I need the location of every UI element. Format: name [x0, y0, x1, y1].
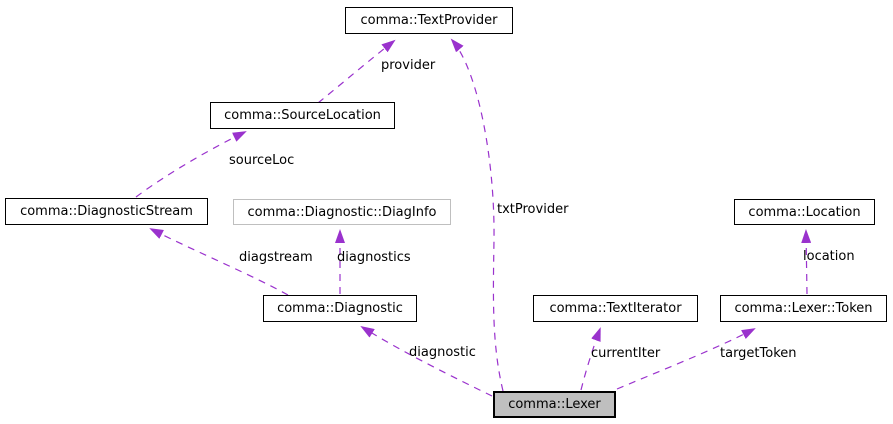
edge-diagnostic-line [360, 325, 493, 397]
node-comma-location[interactable]: comma::Location [734, 199, 875, 225]
edge-txtprovider-line [450, 38, 504, 392]
edge-currentiter-line [580, 327, 601, 391]
edge-location-line [801, 229, 812, 295]
edge-label-provider: provider [381, 58, 436, 73]
node-comma-diagnosticstream[interactable]: comma::DiagnosticStream [5, 198, 208, 225]
node-comma-lexer-token[interactable]: comma::Lexer::Token [720, 295, 887, 322]
edge-sourceloc-line [135, 131, 247, 198]
edge-label-currentiter: currentIter [591, 346, 661, 361]
edge-targettoken-line [616, 328, 756, 390]
edge-label-diagnostics: diagnostics [337, 250, 411, 265]
edge-label-location: location [803, 249, 855, 264]
edge-label-diagnostic: diagnostic [409, 345, 476, 360]
node-comma-textiterator[interactable]: comma::TextIterator [533, 295, 698, 322]
node-comma-diagnostic-diaginfo: comma::Diagnostic::DiagInfo [233, 199, 451, 225]
edge-diagstream-line [149, 228, 289, 296]
node-comma-textprovider[interactable]: comma::TextProvider [345, 7, 513, 34]
edge-label-diagstream: diagstream [239, 250, 313, 265]
node-comma-sourcelocation[interactable]: comma::SourceLocation [210, 102, 395, 129]
edge-label-targettoken: targetToken [720, 346, 797, 361]
edge-label-txtprovider: txtProvider [497, 202, 569, 217]
node-comma-diagnostic[interactable]: comma::Diagnostic [263, 295, 417, 322]
edge-label-sourceloc: sourceLoc [229, 153, 295, 168]
node-comma-lexer: comma::Lexer [493, 391, 616, 418]
